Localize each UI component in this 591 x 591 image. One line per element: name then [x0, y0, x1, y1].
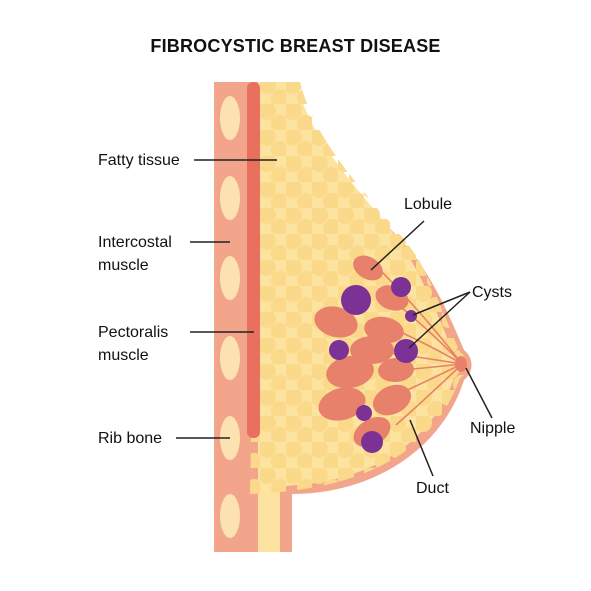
cyst — [356, 405, 372, 421]
label-cysts: Cysts — [472, 284, 512, 301]
cyst — [361, 431, 383, 453]
lobule — [314, 306, 358, 338]
label-intercostal-line1: Intercostal — [98, 234, 172, 251]
label-pectoralis-line1: Pectoralis — [98, 324, 169, 341]
lobule — [318, 387, 366, 421]
lobule — [378, 357, 414, 383]
rib-bone — [220, 96, 240, 140]
rib-bone — [220, 256, 240, 300]
cyst — [391, 277, 411, 297]
lobule — [326, 355, 374, 389]
diagram-title: FIBROCYSTIC BREAST DISEASE — [150, 36, 441, 56]
label-pectoralis-line2: muscle — [98, 347, 149, 364]
pectoralis-muscle-strip — [247, 82, 260, 438]
leader-line-duct — [409, 419, 434, 477]
rib-bones — [220, 96, 240, 538]
leader-line-cysts-1 — [412, 291, 471, 316]
cyst — [329, 340, 349, 360]
label-duct: Duct — [416, 480, 449, 497]
leader-line-nipple — [465, 367, 493, 419]
lobule — [353, 255, 383, 281]
rib-bone — [220, 494, 240, 538]
rib-bone — [220, 176, 240, 220]
rib-bone — [220, 336, 240, 380]
leader-line-lobule — [370, 220, 425, 271]
cyst — [405, 310, 417, 322]
label-intercostal-line2: muscle — [98, 257, 149, 274]
label-nipple: Nipple — [470, 420, 516, 437]
leader-line-cysts-2 — [408, 291, 471, 349]
leader-lines — [176, 159, 493, 477]
cyst — [341, 285, 371, 315]
label-fatty-tissue: Fatty tissue — [98, 152, 180, 169]
label-rib-bone: Rib bone — [98, 430, 163, 447]
nipple — [455, 356, 467, 372]
label-lobule: Lobule — [404, 196, 453, 213]
lobule — [372, 384, 412, 416]
